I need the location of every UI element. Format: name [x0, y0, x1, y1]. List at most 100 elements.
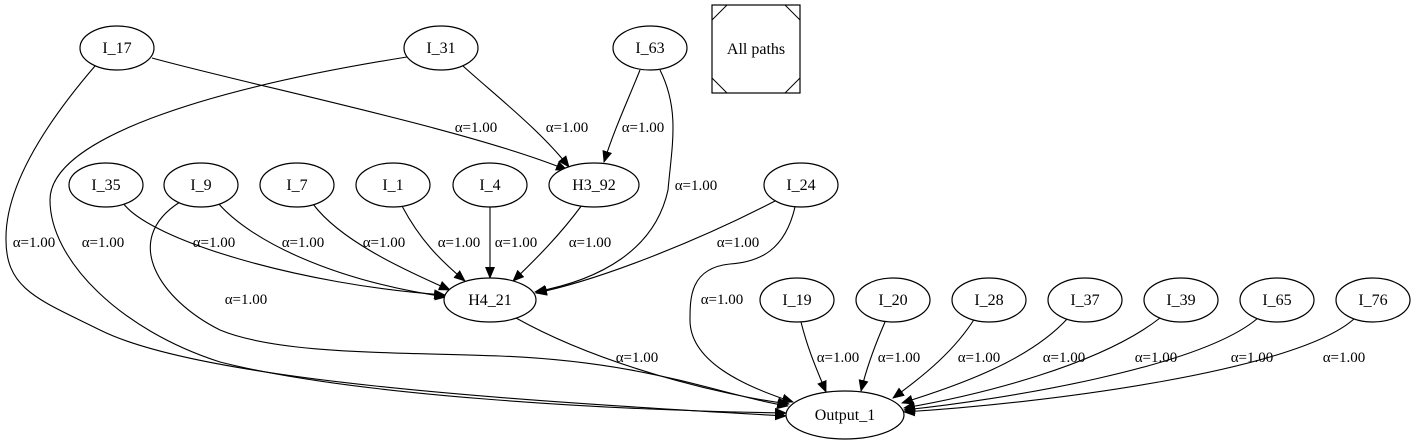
edge-i-28-to-output-1: α=1.00	[892, 317, 1001, 399]
node-ellipse	[403, 25, 479, 71]
edge-weight-label: α=1.00	[193, 235, 236, 251]
node-label: I_7	[286, 177, 307, 194]
node-ellipse	[855, 277, 931, 323]
edge-weight-label: α=1.00	[958, 350, 1001, 366]
edge-arrow	[903, 317, 1161, 412]
edge-i-31-to-h3-92: α=1.00	[462, 65, 589, 168]
node-label: I_24	[786, 177, 815, 194]
node-i-65: I_65	[1239, 277, 1315, 323]
edge-i-7-to-h4-21: α=1.00	[312, 203, 451, 291]
edge-i-35-to-h4-21: α=1.00	[122, 202, 446, 300]
edge-h3-92-to-h4-21: α=1.00	[512, 204, 611, 282]
edge-arrow	[512, 204, 583, 282]
edge-weight-label: α=1.00	[616, 350, 659, 366]
node-label: Output_1	[815, 407, 875, 424]
node-ellipse	[612, 25, 688, 71]
legend-corner	[784, 4, 801, 21]
node-ellipse	[443, 277, 537, 323]
edge-arrow	[401, 205, 466, 282]
node-label: H4_21	[468, 292, 512, 309]
node-label: I_39	[1166, 292, 1195, 309]
node-label: I_65	[1262, 292, 1291, 309]
edge-weight-label: α=1.00	[717, 235, 760, 251]
legend-corner	[711, 4, 728, 21]
edge-weight-label: α=1.00	[701, 292, 744, 308]
node-i-17: I_17	[79, 25, 155, 71]
edge-arrow	[49, 56, 787, 418]
edge-arrow	[312, 203, 451, 291]
node-ellipse	[163, 162, 239, 208]
nodes-layer: I_17 I_31 I_63I_35 I_9 I_7 I_1 I_4 H3_92 I_24H4_…	[68, 25, 1411, 440]
node-label: I_35	[91, 177, 120, 194]
edge-weight-label: α=1.00	[1231, 350, 1274, 366]
node-i-31: I_31	[403, 25, 479, 71]
node-output-1: Output_1	[785, 390, 905, 440]
node-label: H3_92	[572, 177, 616, 194]
edge-arrow	[901, 317, 1069, 405]
node-i-35: I_35	[68, 162, 144, 208]
edge-i-31-to-output-1: α=1.00	[49, 56, 787, 418]
node-label: I_4	[479, 177, 500, 194]
node-ellipse	[1239, 277, 1315, 323]
edge-arrow	[462, 65, 570, 168]
node-i-37: I_37	[1047, 277, 1123, 323]
edge-arrow	[858, 321, 886, 392]
edge-i-1-to-h4-21: α=1.00	[401, 205, 480, 282]
edge-weight-label: α=1.00	[495, 235, 538, 251]
node-ellipse	[951, 277, 1027, 323]
edge-weight-label: α=1.00	[1323, 350, 1366, 366]
edge-i-9-to-output-1: α=1.00	[149, 201, 789, 410]
node-label: I_9	[190, 177, 211, 194]
legend-corner	[784, 77, 801, 94]
edge-arrow	[800, 321, 827, 393]
node-ellipse	[763, 162, 839, 208]
node-i-19: I_19	[759, 277, 835, 323]
node-i-24: I_24	[763, 162, 839, 208]
node-i-9: I_9	[163, 162, 239, 208]
edge-i-37-to-output-1: α=1.00	[901, 317, 1085, 405]
node-label: I_37	[1070, 292, 1099, 309]
edge-weight-label: α=1.00	[363, 235, 406, 251]
legend-box	[711, 4, 801, 94]
edge-i-24-to-output-1: α=1.00	[689, 206, 796, 404]
edge-i-4-to-h4-21: α=1.00	[485, 207, 538, 279]
legend-all-paths: All paths	[711, 4, 801, 94]
edge-i-63-to-h3-92: α=1.00	[602, 69, 664, 163]
node-ellipse	[79, 25, 155, 71]
node-label: I_28	[974, 292, 1003, 309]
node-ellipse	[1143, 277, 1219, 323]
node-i-20: I_20	[855, 277, 931, 323]
edge-arrow	[892, 317, 976, 399]
edge-arrow	[515, 317, 790, 408]
edge-weight-label: α=1.00	[225, 292, 268, 308]
node-i-28: I_28	[951, 277, 1027, 323]
edge-arrow	[122, 202, 446, 300]
legend-corner	[711, 77, 728, 94]
edge-i-76-to-output-1: α=1.00	[903, 317, 1366, 417]
node-ellipse	[548, 162, 640, 208]
edge-arrow	[534, 69, 674, 295]
edge-arrow	[535, 200, 776, 296]
edge-i-17-to-output-1: α=1.00	[5, 65, 787, 421]
node-label: I_19	[782, 292, 811, 309]
node-label: I_31	[426, 40, 455, 57]
edge-i-17-to-h3-92: α=1.00	[151, 57, 568, 171]
edge-arrow	[602, 69, 641, 163]
node-i-1: I_1	[355, 162, 431, 208]
edge-weight-label: α=1.00	[878, 350, 921, 366]
edge-weight-label: α=1.00	[546, 120, 589, 136]
node-ellipse	[1047, 277, 1123, 323]
edge-arrow	[903, 317, 1259, 414]
node-ellipse	[259, 162, 335, 208]
edge-arrow	[149, 201, 789, 410]
node-h3-92: H3_92	[548, 162, 640, 208]
edge-i-19-to-output-1: α=1.00	[800, 321, 859, 393]
edge-weight-label: α=1.00	[13, 235, 56, 251]
node-label: I_63	[635, 40, 664, 57]
edge-arrow	[5, 65, 787, 421]
node-label: I_20	[878, 292, 907, 309]
edge-arrow	[689, 206, 796, 404]
edge-i-39-to-output-1: α=1.00	[903, 317, 1177, 412]
node-ellipse	[1335, 277, 1411, 323]
